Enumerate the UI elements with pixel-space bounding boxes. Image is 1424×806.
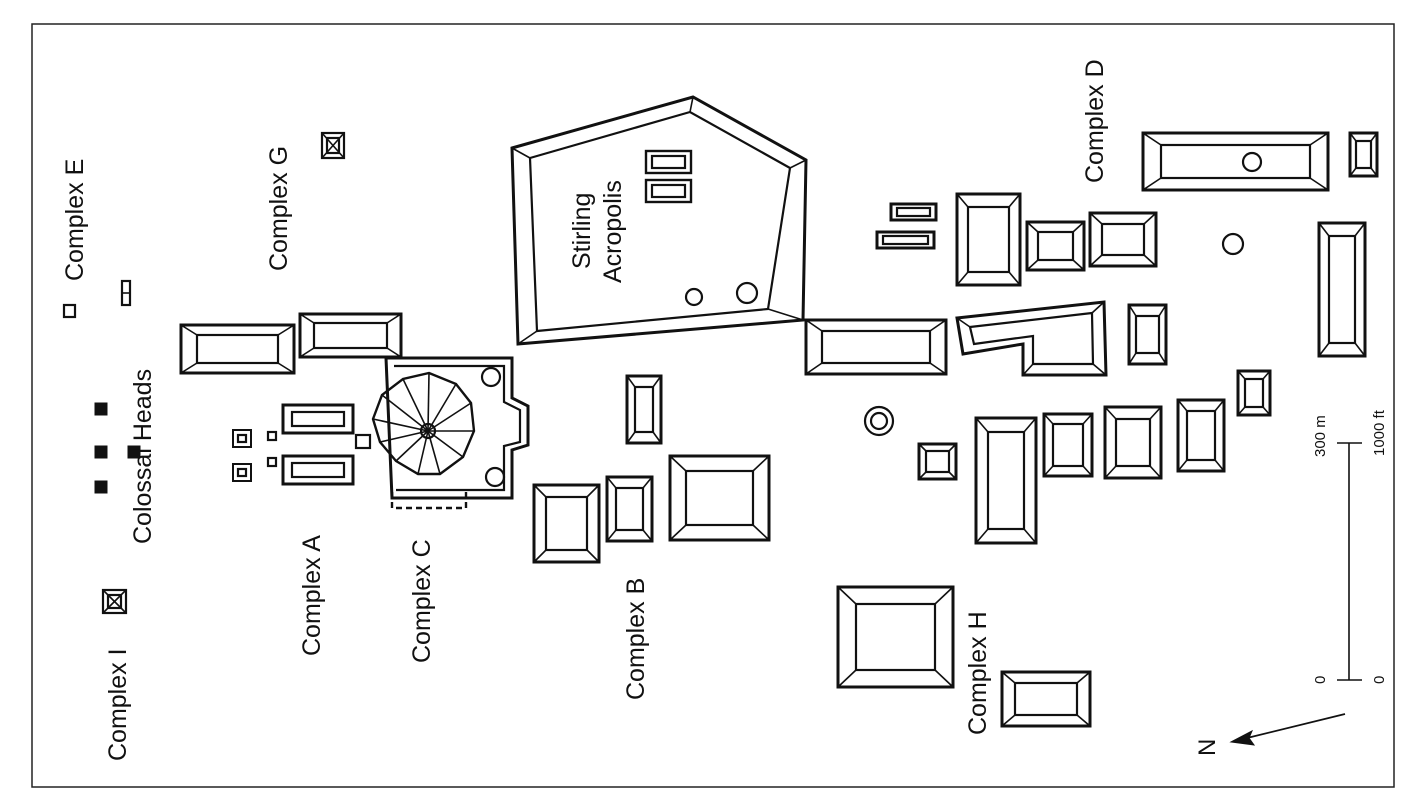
complex-b-structures [532, 374, 771, 564]
complex-i-mound [101, 588, 128, 615]
label-acropolis: Acropolis [599, 180, 627, 283]
complex-h-structures [836, 585, 1092, 728]
stirling-acropolis [510, 95, 808, 346]
label-complex-a: Complex A [298, 535, 326, 656]
map-labels: Complex E Complex G Complex D Stirling A… [61, 59, 1109, 761]
colossal-heads-markers [94, 402, 141, 494]
acropolis-platform-1 [644, 149, 693, 175]
complex-a-structures [232, 403, 355, 486]
label-colossal-heads: Colossal Heads [129, 369, 157, 544]
label-complex-c: Complex C [408, 539, 436, 663]
scale-imperial-min: 0 [1371, 676, 1388, 684]
north-arrow: N [1194, 713, 1346, 756]
complex-e-marker [62, 303, 77, 319]
label-complex-e: Complex E [61, 159, 89, 281]
south-plaza-structures [863, 369, 1272, 545]
label-complex-b: Complex B [622, 578, 650, 700]
complex-g-mound [320, 131, 346, 160]
scale-bar: 300 m 0 1000 ft 0 [1312, 409, 1388, 684]
label-complex-h: Complex H [964, 611, 992, 735]
label-stirling: Stirling [568, 193, 596, 269]
scale-metric-min: 0 [1312, 676, 1329, 684]
complex-e-small-mound [120, 279, 132, 307]
complex-d-structures [875, 131, 1379, 358]
label-complex-g: Complex G [265, 146, 293, 271]
scale-metric-max: 300 m [1312, 415, 1329, 457]
complex-c-structure [354, 356, 530, 510]
label-complex-d: Complex D [1081, 59, 1109, 183]
map-frame [31, 23, 1395, 788]
north-arrow-label: N [1194, 739, 1221, 756]
label-complex-i: Complex I [104, 648, 132, 761]
central-long-mounds [804, 300, 1168, 377]
scale-imperial-max: 1000 ft [1371, 409, 1388, 456]
acropolis-platform-2 [644, 178, 693, 204]
complex-a-long-mounds [179, 312, 403, 375]
